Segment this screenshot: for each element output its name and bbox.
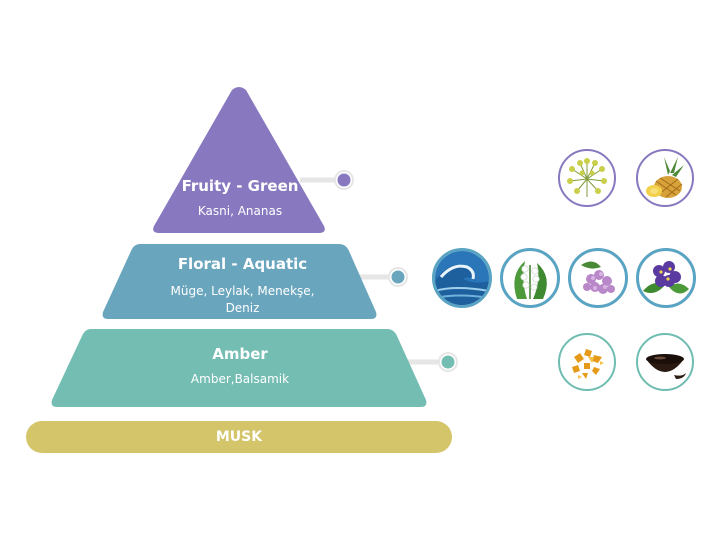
balsamic-bowl-icon: [636, 333, 694, 391]
tier-title-amber: Amber: [212, 345, 268, 363]
tier-notes-amber: Amber,Balsamik: [190, 372, 290, 386]
middle-tier-connector-dot-inner: [391, 270, 405, 284]
fennel-flower-icon: [558, 149, 616, 207]
pyramid-musk-band: [26, 421, 452, 453]
pyramid-base-tier: [51, 329, 427, 407]
tier-notes-floral-aquatic-line2: Deniz: [225, 301, 260, 315]
tier-notes-fruity-green: Kasni, Ananas: [197, 204, 283, 218]
tier-title-fruity-green: Fruity - Green: [181, 177, 299, 195]
musk-label: MUSK: [215, 429, 263, 445]
ocean-wave-icon: [432, 248, 492, 308]
violet-flower-icon: [636, 248, 696, 308]
lily-of-the-valley-icon: [500, 248, 560, 308]
pyramid-top-tier: [153, 87, 325, 233]
pineapple-icon: [636, 149, 694, 207]
tier-title-floral-aquatic: Floral - Aquatic: [177, 255, 308, 273]
tier-notes-floral-aquatic-line1: Müge, Leylak, Menekşe,: [170, 284, 315, 298]
base-tier-connector-dot-inner: [441, 355, 455, 369]
lilac-icon: [568, 248, 628, 308]
amber-pieces-icon: [558, 333, 616, 391]
pyramid-middle-tier: [102, 244, 377, 319]
top-tier-connector-dot-inner: [337, 173, 351, 187]
